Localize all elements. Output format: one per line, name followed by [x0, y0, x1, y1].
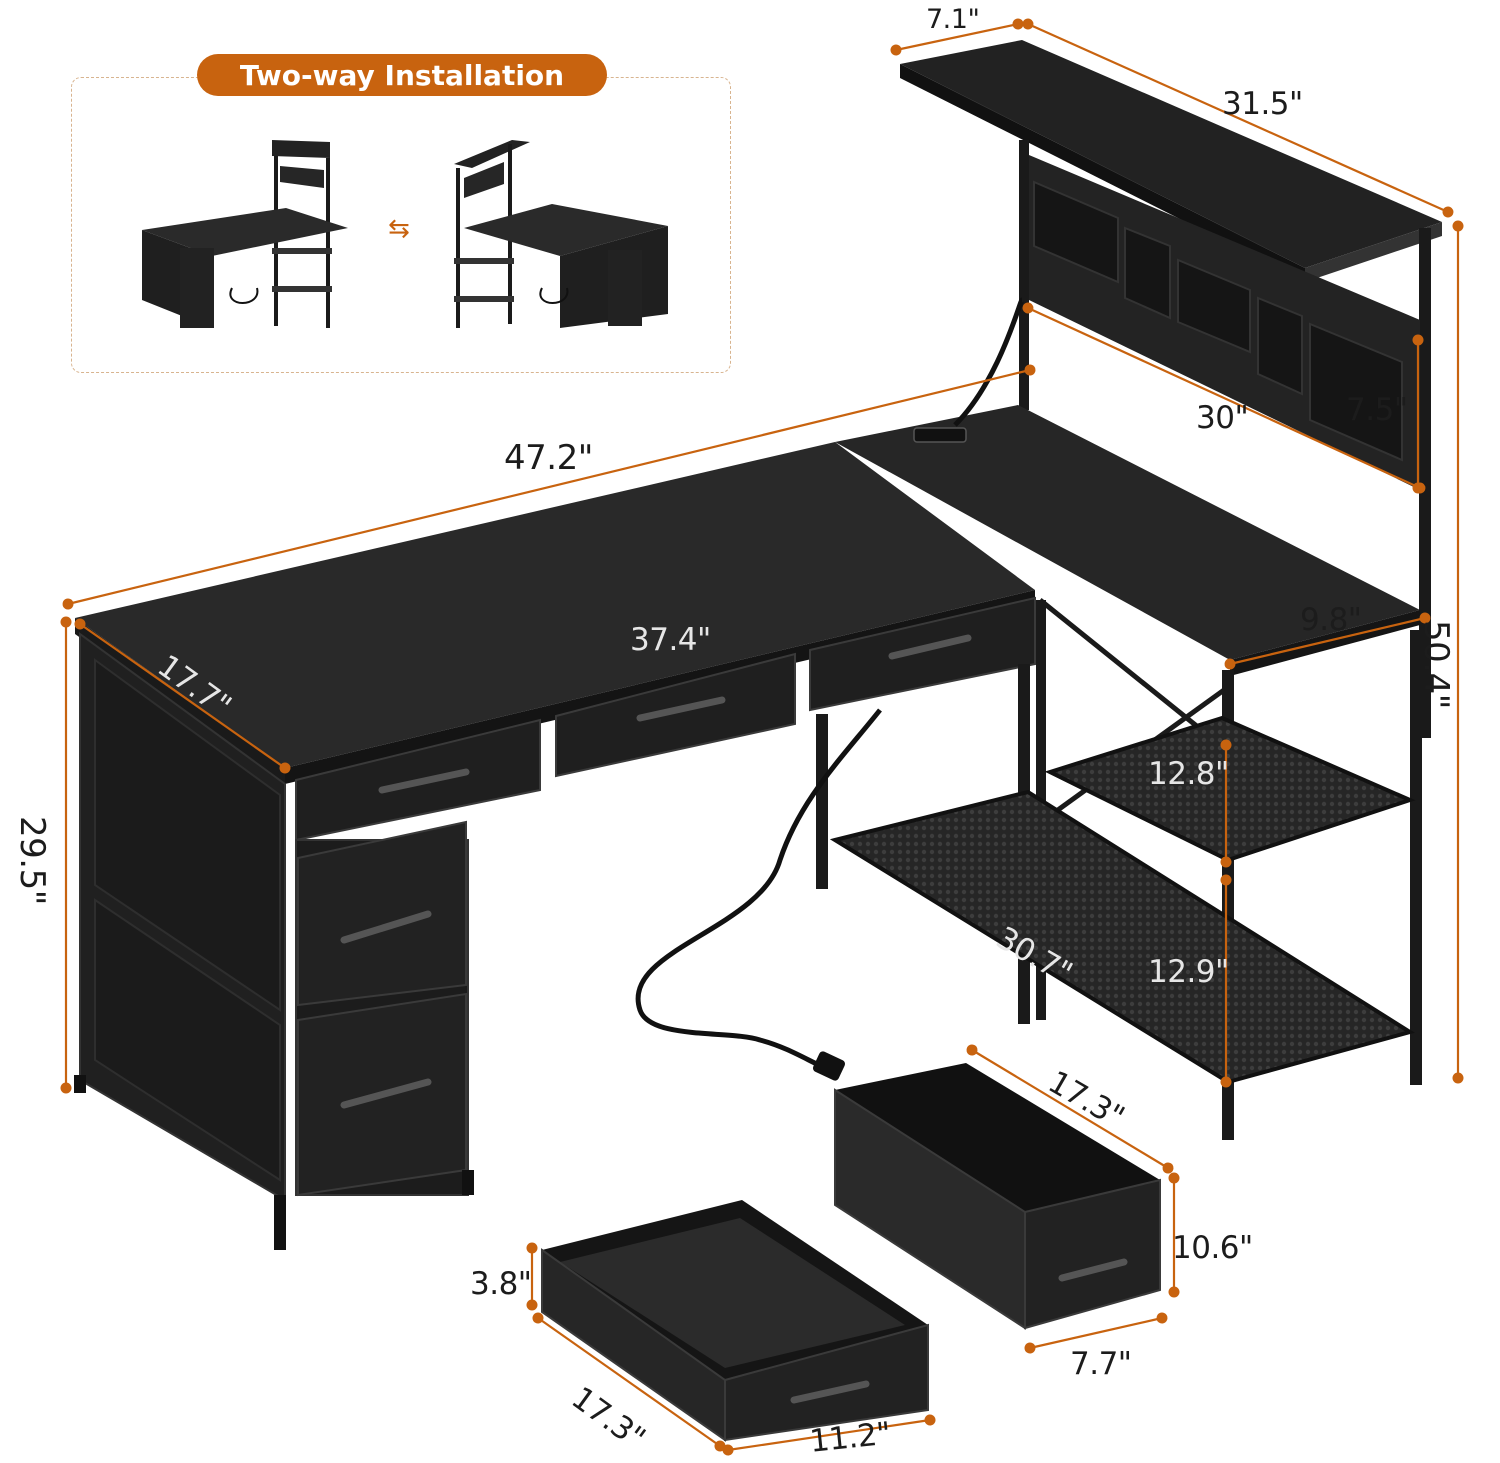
dim-drawer-row-width: 37.4" [630, 622, 711, 658]
inset-illustration [142, 140, 668, 328]
right-drawer-stack [295, 820, 474, 1197]
installation-inset [71, 77, 731, 373]
dim-desk-length: 47.2" [504, 438, 593, 478]
hutch-post-left [1019, 140, 1029, 410]
power-plug [812, 1051, 846, 1081]
drawer-handle [636, 696, 726, 722]
top-drawer-3[interactable] [809, 596, 1036, 712]
drawer-handle [378, 768, 470, 794]
installation-option-left [142, 140, 348, 328]
top-drawer-2[interactable] [555, 652, 796, 778]
dim-small-bin-height: 3.8" [470, 1266, 532, 1302]
drawer-handle [888, 634, 972, 660]
installation-banner: Two-way Installation [197, 54, 607, 96]
swap-arrows-icon: ⇆ [388, 214, 410, 244]
dim-hutch-depth: 7.1" [926, 4, 980, 35]
dimension-lines [60, 18, 1464, 1456]
stack-drawer-1[interactable] [297, 820, 467, 1007]
dim-side-depth: 9.8" [1300, 602, 1362, 638]
installation-option-right [454, 140, 668, 328]
dim-pocket-height: 7.5" [1346, 392, 1408, 428]
dim-large-bin-width: 7.7" [1070, 1346, 1132, 1382]
dim-shelf-span: 30" [1196, 400, 1249, 436]
power-outlet [913, 427, 967, 443]
dim-desk-height: 29.5" [12, 816, 52, 905]
lower-mesh-shelf [829, 789, 1415, 1085]
dim-shelf-gap-lower: 12.9" [1148, 954, 1229, 990]
dim-total-height: 50.4" [1416, 620, 1456, 709]
dim-shelf-gap-upper: 12.8" [1148, 756, 1229, 792]
dim-large-bin-height: 10.6" [1172, 1230, 1253, 1266]
dim-hutch-width: 31.5" [1222, 86, 1303, 122]
